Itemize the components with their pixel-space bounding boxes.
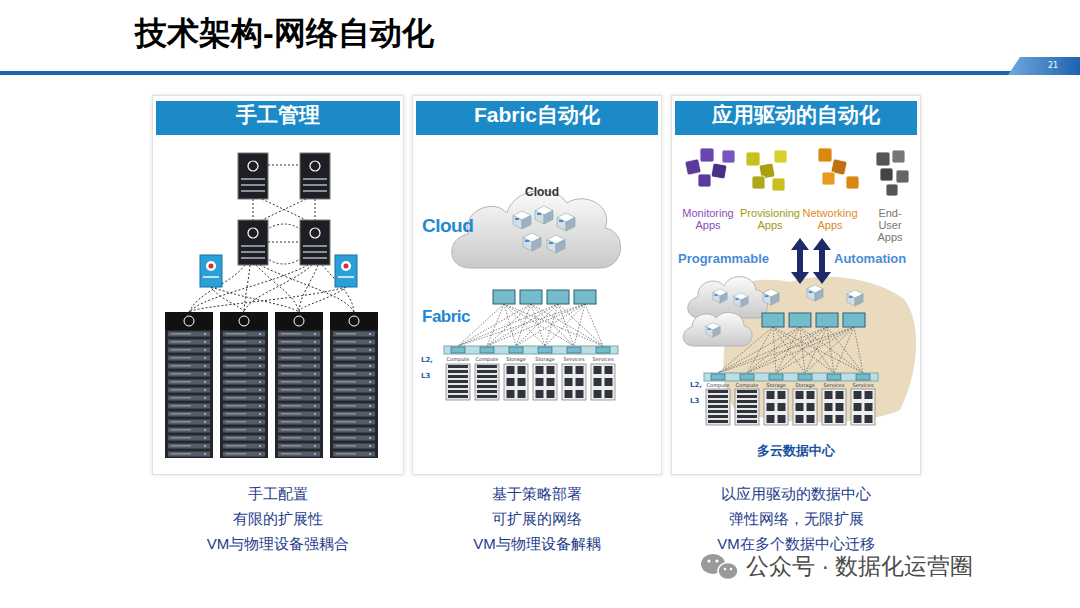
panel-description: 以应用驱动的数据中心 [662, 482, 930, 506]
header-rule [0, 57, 1080, 75]
cloud-label: Cloud [522, 185, 562, 199]
rack-label: Storage [791, 382, 819, 388]
caption-label: 多云数据中心 [736, 442, 856, 460]
banner-text: Programmable [678, 251, 769, 266]
rack-label: Services [560, 356, 588, 362]
rack-label: Storage [531, 356, 559, 362]
wechat-icon-part [707, 559, 710, 562]
banner-text: Automation [834, 251, 906, 266]
panel-description: VM在多个数据中心迁移 [662, 532, 930, 556]
header-rule-part [0, 71, 1080, 75]
panel-header: 手工管理 [156, 101, 400, 135]
panel-description: 有限的扩展性 [143, 507, 413, 531]
panel-description: 基于策略部署 [403, 482, 671, 506]
panel-card: 应用驱动的自动化以应用驱动的数据中心弹性网络，无限扩展VM在多个数据中心迁移 [671, 95, 921, 475]
rack-label: Compute [733, 382, 761, 388]
watermark: 公众号 · 数据化运营圈 [746, 551, 973, 582]
panel-description: VM与物理设备解耦 [403, 532, 671, 556]
layer-tag: L2, [421, 356, 433, 364]
page-title: 技术架构-网络自动化 [135, 12, 434, 56]
panel-card: 手工管理手工配置有限的扩展性VM与物理设备强耦合 [152, 95, 404, 475]
rack-label: Compute [704, 382, 732, 388]
panel-header: 应用驱动的自动化 [675, 101, 917, 135]
layer-tag: L3 [690, 397, 699, 405]
layer-tag: L2, [690, 381, 702, 389]
rack-label: Storage [762, 382, 790, 388]
page-number: 21 [1048, 61, 1058, 70]
rack-label: Services [849, 382, 877, 388]
rack-label: Services [820, 382, 848, 388]
wechat-icon-part [730, 568, 733, 571]
layer-label: Cloud [422, 215, 473, 237]
layer-tag: L3 [421, 372, 430, 380]
wechat-icon [701, 554, 738, 580]
app-label: Monitoring Apps [676, 207, 740, 231]
rack-label: Compute [444, 356, 472, 362]
panel-description: 弹性网络，无限扩展 [662, 507, 930, 531]
panel-card: Fabric自动化基于策略部署可扩展的网络VM与物理设备解耦 [412, 95, 662, 475]
wechat-icon-part [701, 554, 725, 574]
rack-label: Services [589, 356, 617, 362]
wechat-icon-part [715, 559, 718, 562]
panel-description: VM与物理设备强耦合 [143, 532, 413, 556]
wechat-icon-part [724, 568, 727, 571]
app-label: End-User Apps [873, 207, 907, 243]
app-label: Networking Apps [799, 207, 861, 231]
wechat-icon-part [718, 563, 738, 580]
panel-description: 手工配置 [143, 482, 413, 506]
panel-description: 可扩展的网络 [403, 507, 671, 531]
rack-label: Compute [473, 356, 501, 362]
app-label: Provisioning Apps [735, 207, 805, 231]
rack-label: Storage [502, 356, 530, 362]
panel-header: Fabric自动化 [416, 101, 658, 135]
header-rule-part [1008, 57, 1080, 75]
layer-label: Fabric [422, 307, 470, 327]
